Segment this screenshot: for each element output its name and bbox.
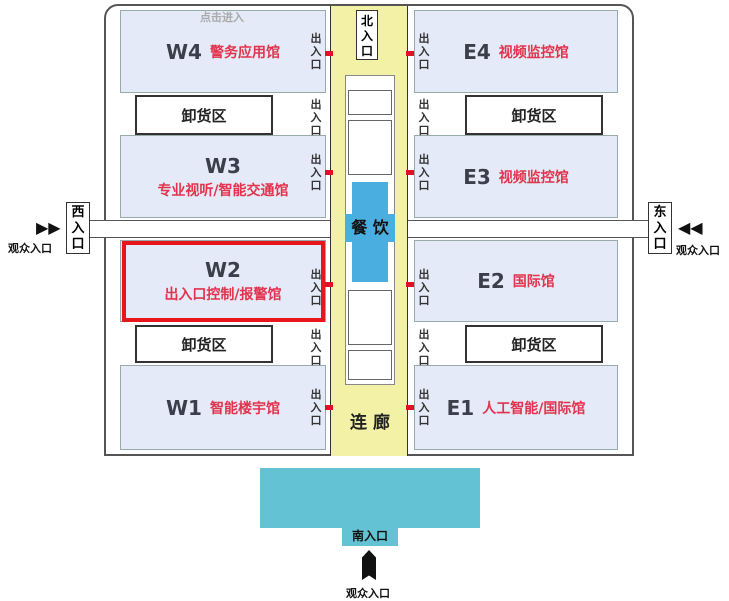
exit-label: 出入口 [310,328,322,367]
hall-name: 专业视听/智能交通馆 [157,182,289,199]
hall-e4[interactable]: E4 视频监控馆 [414,10,618,93]
hall-w2[interactable]: W2 出入口控制/报警馆 [120,240,326,322]
exit-label: 出入口 [310,98,322,137]
hall-name: 视频监控馆 [498,44,569,61]
hall-name: 国际馆 [512,274,555,290]
visitor-entrance-east: 观众入口 [676,244,720,257]
exit-marker [325,170,333,175]
hall-e3[interactable]: E3 视频监控馆 [414,135,618,218]
south-entrance[interactable]: 南入口 [342,526,398,546]
exit-label: 出入口 [418,328,430,367]
exit-marker [325,51,333,56]
exit-marker [406,405,414,410]
hall-code: W4 [166,39,202,64]
hall-name: 出入口控制/报警馆 [164,287,282,303]
exit-label: 出入口 [418,32,430,71]
east-entrance[interactable]: 东入口 [648,202,672,254]
hall-code: W2 [205,258,241,282]
hall-name: 人工智能/国际馆 [482,400,586,417]
exit-label: 出入口 [310,388,322,427]
exit-label: 出入口 [418,268,430,307]
hall-code: E4 [463,39,491,64]
right-arrow-icon: ▶▶ [36,218,61,237]
exit-label: 出入口 [418,98,430,137]
hall-name: 智能楼宇馆 [209,400,280,417]
hall-w3[interactable]: W3 专业视听/智能交通馆 [120,135,326,218]
hall-code: W1 [166,395,202,420]
north-entrance[interactable]: 北入口 [356,10,378,60]
west-entrance[interactable]: 西入口 [66,202,90,254]
east-passage [408,220,648,238]
up-arrow-icon [362,550,376,580]
exit-marker [406,51,414,56]
hall-code: E1 [446,395,475,420]
unloading-area-w-south: 卸货区 [135,325,273,363]
hall-e1[interactable]: E1 人工智能/国际馆 [414,365,618,450]
hall-code: W3 [205,153,241,178]
hall-w1[interactable]: W1 智能楼宇馆 [120,365,326,450]
unloading-area-w-north: 卸货区 [135,95,273,135]
exit-marker [325,282,333,287]
hall-name: 警务应用馆 [209,44,280,61]
south-hall[interactable] [260,468,480,528]
dining-label[interactable]: 餐 饮 [345,214,395,242]
visitor-entrance-south: 观众入口 [346,587,390,600]
left-arrow-icon: ◀◀ [678,218,703,237]
room [348,290,392,345]
exit-label: 出入口 [310,32,322,71]
selected-hall-highlight [122,241,325,322]
room [348,350,392,380]
room [348,120,392,175]
room [348,90,392,115]
west-passage [90,220,330,238]
visitor-entrance-west: 观众入口 [8,242,52,255]
exit-label: 出入口 [418,388,430,427]
corridor-label[interactable]: 连 廊 [350,413,390,433]
hall-code: E3 [463,164,491,189]
exit-marker [325,405,333,410]
exit-label: 出入口 [310,268,322,307]
exit-marker [406,170,414,175]
exit-marker [406,282,414,287]
unloading-area-e-north: 卸货区 [465,95,603,135]
exit-label: 出入口 [418,153,430,192]
hall-code: E2 [477,269,505,293]
exit-label: 出入口 [310,153,322,192]
south-entrance-label: 南入口 [351,529,388,543]
hall-w4[interactable]: W4 警务应用馆 [120,10,326,93]
hall-e2[interactable]: E2 国际馆 [414,240,618,322]
hint-text[interactable]: 点击进入 [200,11,244,24]
unloading-area-e-south: 卸货区 [465,325,603,363]
hall-name: 视频监控馆 [498,169,569,186]
